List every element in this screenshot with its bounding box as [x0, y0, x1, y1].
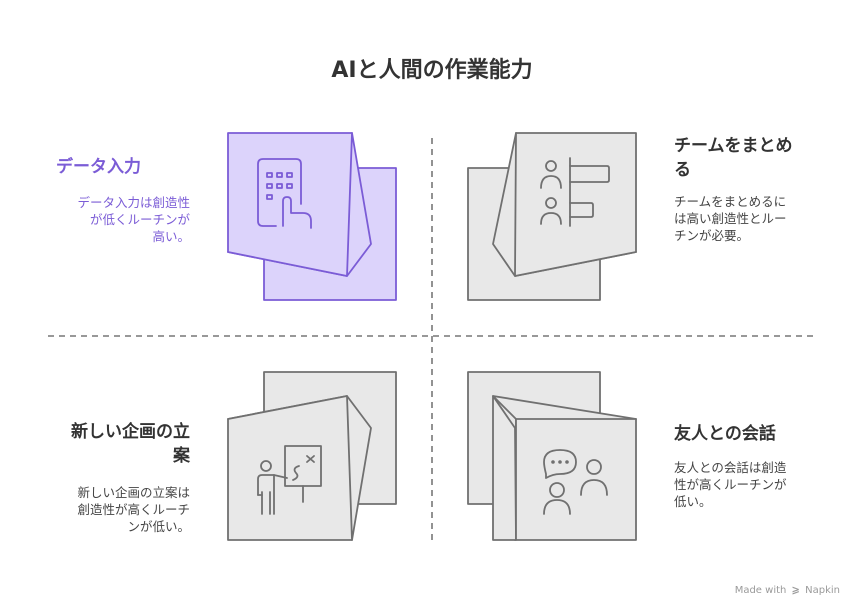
friend-chat-title-text: 友人との会話	[674, 424, 776, 444]
friend-chat-title: 友人との会話	[674, 422, 834, 446]
description-line: 高い。	[152, 229, 190, 244]
description-line: 友人との会話は創造	[674, 460, 787, 475]
description-line: チンが必要。	[674, 228, 750, 243]
data-entry-description: データ入力は創造性 が低くルーチンが 高い。	[40, 194, 190, 245]
description-line: は高い創造性とルー	[674, 211, 787, 226]
footer-brand: Napkin	[805, 585, 840, 596]
friend-chat-description: 友人との会話は創造 性が高くルーチンが 低い。	[674, 459, 834, 510]
new-plan-title: 新しい企画の立 案	[40, 420, 190, 468]
description-line: 性が高くルーチンが	[674, 477, 787, 492]
description-line: データ入力は創造性	[77, 195, 190, 210]
data-entry-title-text: データ入力	[56, 157, 141, 177]
presenter-whiteboard-icon	[257, 445, 322, 515]
description-line: 創造性が高くルーチ	[77, 502, 190, 517]
data-entry-box	[227, 132, 397, 301]
title-line: チームをまとめ	[674, 136, 793, 156]
description-line: が低くルーチンが	[89, 212, 190, 227]
new-plan-description: 新しい企画の立案は 創造性が高くルーチ ンが低い。	[30, 484, 190, 535]
napkin-logo-icon: ⩾	[791, 585, 800, 596]
data-entry-title: データ入力	[56, 155, 166, 179]
description-line: 低い。	[674, 494, 712, 509]
page-title: AIと人間の作業能力	[331, 58, 533, 83]
title-line: 新しい企画の立	[71, 422, 190, 442]
team-management-box	[467, 132, 637, 301]
description-line: ンが低い。	[127, 519, 190, 534]
new-plan-box	[227, 371, 397, 541]
friend-chat-box	[467, 371, 637, 541]
team-management-description: チームをまとめるに は高い創造性とルー チンが必要。	[674, 193, 834, 244]
people-org-chart-icon	[540, 157, 610, 227]
made-with-napkin-footer[interactable]: Made with ⩾ Napkin	[735, 585, 840, 596]
chat-people-icon	[543, 449, 608, 515]
title-line: 案	[173, 446, 190, 466]
title-line: る	[674, 160, 691, 180]
footer-prefix: Made with	[734, 585, 787, 596]
description-line: チームをまとめるに	[674, 194, 787, 209]
tablet-touch-icon	[257, 158, 312, 229]
description-line: 新しい企画の立案は	[77, 485, 190, 500]
team-management-title: チームをまとめ る	[674, 134, 824, 182]
